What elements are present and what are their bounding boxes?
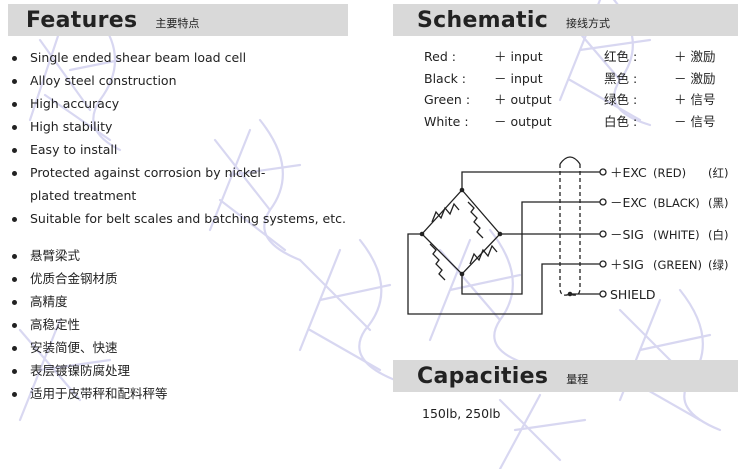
- feature-text-continued: plated treatment: [30, 188, 137, 203]
- resistor-1: [431, 202, 460, 223]
- terminal-circle: [599, 168, 607, 176]
- wire-color-cn: 红色 :: [604, 49, 638, 64]
- terminal-wire-cn: (红): [708, 166, 728, 180]
- wire-signal: ＋ output: [494, 92, 552, 107]
- wire-signal: － output: [494, 113, 552, 129]
- wire-color-cn: 绿色 :: [604, 92, 638, 107]
- feature-item: Protected against corrosion by nickel-pl…: [10, 161, 350, 207]
- wire-signal-cn: － 激励: [674, 70, 716, 86]
- wire-signal-cn: － 信号: [674, 113, 716, 129]
- wire-signal-cn: ＋ 信号: [674, 92, 716, 107]
- wire-color: White :: [424, 113, 469, 129]
- bridge-node: [459, 271, 465, 277]
- bridge-node: [459, 187, 465, 193]
- schematic-title: Schematic: [417, 7, 549, 33]
- terminal-label: －EXC: [610, 195, 647, 210]
- features-list-cn: 悬臂梁式优质合金钢材质高精度高稳定性安装简便、快速表层镀镍防腐处理适用于皮带秤和…: [10, 244, 350, 405]
- feature-item: Suitable for belt scales and batching sy…: [10, 207, 350, 230]
- wire-color-cn: 白色 :: [604, 113, 638, 129]
- schematic-header: Schematic 接线方式: [393, 4, 738, 36]
- capacities-header: Capacities 量程: [393, 360, 738, 392]
- cable-shield: [559, 164, 581, 296]
- terminal-wire-cn: (黑): [708, 196, 728, 210]
- wire-sig-pos: [407, 233, 600, 315]
- terminal-label: －SIG: [610, 227, 644, 242]
- schematic-title-cn: 接线方式: [566, 17, 611, 30]
- wire-signal-cn: ＋ 激励: [674, 49, 716, 64]
- terminal-circle: [599, 260, 607, 268]
- feature-text: Alloy steel construction: [30, 73, 177, 88]
- terminal-wire: (BLACK): [653, 196, 700, 210]
- terminal-wire: (WHITE): [653, 228, 700, 242]
- terminal-circle: [599, 290, 607, 298]
- feature-text: Suitable for belt scales and batching sy…: [30, 211, 346, 226]
- wire-color-cn: 黑色 :: [604, 70, 638, 86]
- shield-node: [567, 291, 573, 297]
- feature-text: Easy to install: [30, 142, 118, 157]
- wiring-row: Red : ＋ input 红色 : ＋ 激励: [424, 46, 734, 68]
- feature-item-cn: 高稳定性: [10, 313, 350, 336]
- wire-exc-pos: [461, 171, 600, 190]
- feature-item: Single ended shear beam load cell: [10, 46, 350, 69]
- wiring-row: White : － output 白色 : － 信号: [424, 111, 734, 133]
- bridge-diamond: [421, 189, 501, 275]
- terminal-circle: [599, 230, 607, 238]
- feature-item-cn: 适用于皮带秤和配料秤等: [10, 382, 350, 405]
- wiring-row: Black : － input 黑色 : － 激励: [424, 68, 734, 90]
- feature-item: High stability: [10, 115, 350, 138]
- feature-text: High accuracy: [30, 96, 120, 111]
- resistor-3: [429, 243, 446, 281]
- feature-item-cn: 悬臂梁式: [10, 244, 350, 267]
- feature-text: High stability: [30, 119, 113, 134]
- feature-item-cn: 安装简便、快速: [10, 336, 350, 359]
- feature-item-cn: 高精度: [10, 290, 350, 313]
- terminal-wire-cn: (白): [708, 228, 728, 242]
- feature-text: Single ended shear beam load cell: [30, 50, 247, 65]
- terminal-wire: (GREEN): [653, 258, 702, 272]
- wire-exc-neg: [461, 201, 600, 295]
- capacities-title-cn: 量程: [566, 373, 589, 386]
- wiring-diagram: ＋EXC (RED) (红) －EXC (BLACK) (黑) －SIG (WH…: [407, 156, 728, 315]
- wire-color: Red :: [424, 49, 456, 64]
- features-title-cn: 主要特点: [155, 17, 200, 30]
- wiring-row: Green : ＋ output 绿色 : ＋ 信号: [424, 89, 734, 111]
- capacities-value: 150lb, 250lb: [422, 406, 501, 421]
- terminal-label: SHIELD: [610, 287, 656, 302]
- wire-signal: － input: [494, 70, 543, 86]
- feature-item: Alloy steel construction: [10, 69, 350, 92]
- feature-item: High accuracy: [10, 92, 350, 115]
- terminal-label: ＋EXC: [610, 165, 647, 180]
- bridge-node: [419, 231, 425, 237]
- features-header: Features 主要特点: [8, 4, 348, 36]
- feature-text: Protected against corrosion by nickel-: [30, 165, 266, 180]
- cable-shield: [559, 156, 581, 165]
- feature-item-cn: 优质合金钢材质: [10, 267, 350, 290]
- bridge-node: [497, 231, 503, 237]
- features-title: Features: [26, 7, 138, 33]
- watermark-glyph: [498, 393, 587, 469]
- capacities-title: Capacities: [417, 363, 549, 389]
- wire-color: Green :: [424, 92, 471, 107]
- wire-color: Black :: [424, 70, 467, 86]
- terminal-wire: (RED): [653, 166, 686, 180]
- terminal-circle: [599, 198, 607, 206]
- wire-signal: ＋ input: [494, 49, 543, 64]
- feature-item: Easy to install: [10, 138, 350, 161]
- resistor-4: [469, 244, 498, 265]
- terminal-label: ＋SIG: [610, 257, 644, 272]
- wiring-table: Red : ＋ input 红色 : ＋ 激励 Black : － input 黑色 : － …: [424, 46, 734, 132]
- terminal-wire-cn: (绿): [708, 258, 728, 272]
- resistor-2: [467, 201, 484, 239]
- feature-item-cn: 表层镀镍防腐处理: [10, 359, 350, 382]
